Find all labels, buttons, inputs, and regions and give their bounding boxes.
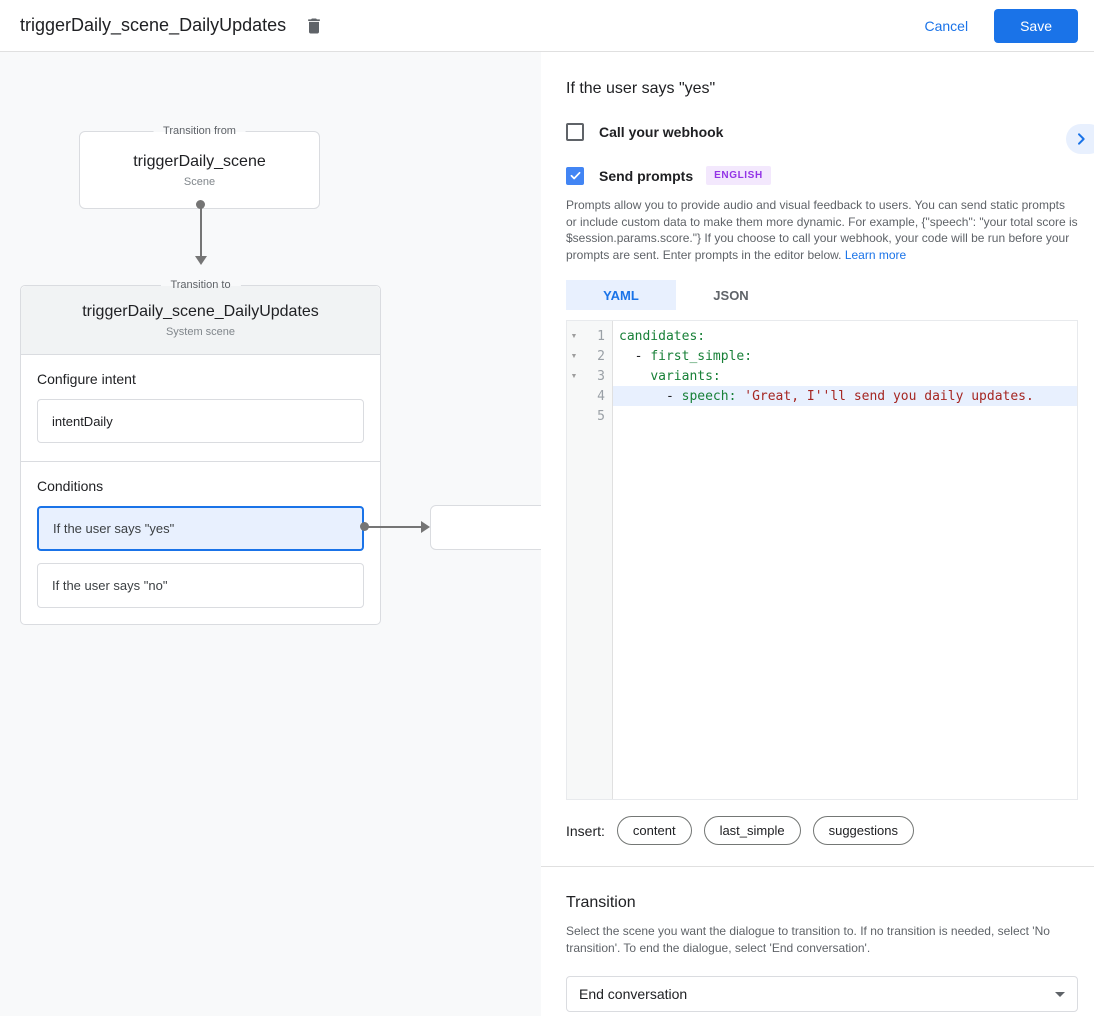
top-bar: triggerDaily_scene_DailyUpdates Cancel S… bbox=[0, 0, 1094, 52]
chevron-right-icon bbox=[1073, 131, 1089, 147]
configure-intent-section: Configure intent intentDaily bbox=[21, 355, 380, 461]
yaml-dash: - bbox=[619, 388, 682, 404]
language-badge: ENGLISH bbox=[706, 166, 771, 185]
to-scene-type: System scene bbox=[165, 325, 236, 338]
transition-select-value: End conversation bbox=[579, 986, 688, 1002]
intent-item[interactable]: intentDaily bbox=[37, 399, 364, 443]
dropdown-caret-icon bbox=[1055, 991, 1065, 997]
tab-json[interactable]: JSON bbox=[676, 280, 786, 310]
code-line-1: candidates: bbox=[613, 326, 1077, 346]
fold-toggle-icon[interactable]: ▼ bbox=[570, 352, 578, 360]
transition-section: Transition Select the scene you want the… bbox=[541, 894, 1094, 1012]
transition-title: Transition bbox=[566, 894, 636, 911]
insert-chip-suggestions[interactable]: suggestions bbox=[812, 816, 914, 845]
card-divider bbox=[21, 461, 380, 462]
webhook-label: Call your webhook bbox=[599, 124, 724, 140]
cancel-button[interactable]: Cancel bbox=[924, 17, 969, 34]
send-prompts-label: Send prompts bbox=[599, 167, 694, 184]
fold-toggle-icon[interactable]: ▼ bbox=[570, 332, 578, 340]
to-scene-header: triggerDaily_scene_DailyUpdates System s… bbox=[21, 286, 380, 355]
configure-intent-label: Configure intent bbox=[37, 371, 136, 387]
transition-from-node[interactable]: Transition from triggerDaily_scene Scene bbox=[79, 124, 320, 209]
transition-to-legend: Transition to bbox=[160, 278, 241, 293]
editor-gutter: ▼ 1 ▼ 2 ▼ 3 4 5 bbox=[567, 321, 613, 799]
yaml-key: variants: bbox=[650, 368, 721, 384]
insert-chip-last-simple[interactable]: last_simple bbox=[703, 816, 801, 845]
yaml-space bbox=[736, 389, 744, 404]
insert-chip-content[interactable]: content bbox=[616, 816, 692, 845]
transition-from-legend: Transition from bbox=[153, 124, 246, 139]
tab-yaml[interactable]: YAML bbox=[566, 280, 676, 310]
conditions-section: Conditions If the user says "yes" If the… bbox=[21, 462, 380, 624]
line-number: 2 bbox=[597, 348, 605, 364]
yaml-dash: - bbox=[619, 348, 651, 364]
save-button[interactable]: Save bbox=[994, 8, 1078, 43]
scene-diagram-canvas: Transition from triggerDaily_scene Scene… bbox=[0, 52, 541, 1016]
code-line-5 bbox=[613, 406, 1077, 426]
editor-code-area[interactable]: candidates: - first_simple: variants: - … bbox=[613, 321, 1077, 799]
prompts-description-text: Prompts allow you to provide audio and v… bbox=[566, 198, 1078, 262]
section-divider bbox=[541, 866, 1094, 867]
yaml-key: speech: bbox=[681, 388, 737, 404]
connector-dot bbox=[360, 522, 369, 531]
yaml-string: 'Great, I''ll send you daily updates. bbox=[744, 388, 1034, 404]
transition-target-node[interactable] bbox=[430, 505, 541, 550]
yaml-indent bbox=[619, 369, 650, 384]
transition-select[interactable]: End conversation bbox=[566, 976, 1078, 1012]
line-number: 1 bbox=[597, 328, 605, 344]
code-line-3: variants: bbox=[613, 366, 1077, 386]
webhook-checkbox-row[interactable]: Call your webhook bbox=[566, 123, 1078, 141]
condition-detail-panel: If the user says "yes" Call your webhook… bbox=[541, 52, 1094, 1016]
line-number: 4 bbox=[597, 388, 605, 404]
from-scene-type: Scene bbox=[183, 175, 216, 188]
insert-label: Insert: bbox=[566, 822, 605, 839]
arrow-right-icon bbox=[421, 521, 430, 533]
condition-title: If the user says "yes" bbox=[566, 80, 716, 97]
connector-line-vertical bbox=[200, 205, 202, 256]
code-line-2: - first_simple: bbox=[613, 346, 1077, 366]
learn-more-link[interactable]: Learn more bbox=[844, 247, 907, 262]
fold-toggle-icon[interactable]: ▼ bbox=[570, 372, 578, 380]
transition-description: Select the scene you want the dialogue t… bbox=[566, 924, 1050, 955]
send-prompts-checkbox-row[interactable]: Send prompts ENGLISH bbox=[566, 166, 1078, 185]
webhook-checkbox[interactable] bbox=[566, 123, 584, 141]
send-prompts-checkbox[interactable] bbox=[566, 166, 584, 185]
condition-item-yes[interactable]: If the user says "yes" bbox=[37, 506, 364, 551]
prompt-code-editor[interactable]: ▼ 1 ▼ 2 ▼ 3 4 5 candidates: - first_simple:… bbox=[566, 320, 1078, 800]
topbar-actions: Cancel Save bbox=[924, 8, 1078, 43]
insert-row: Insert: content last_simple suggestions bbox=[566, 816, 1078, 845]
line-number: 5 bbox=[597, 408, 605, 424]
yaml-key: first_simple: bbox=[650, 348, 753, 364]
line-number: 3 bbox=[597, 368, 605, 384]
code-line-4-highlighted: - speech: 'Great, I''ll send you daily u… bbox=[613, 386, 1077, 406]
page-title: triggerDaily_scene_DailyUpdates bbox=[20, 15, 287, 35]
checkmark-icon bbox=[569, 169, 582, 182]
connector-dot bbox=[196, 200, 205, 209]
to-scene-name: triggerDaily_scene_DailyUpdates bbox=[82, 302, 319, 320]
from-scene-name: triggerDaily_scene bbox=[133, 152, 266, 170]
conditions-label: Conditions bbox=[37, 478, 104, 494]
editor-format-tabs: YAML JSON bbox=[566, 280, 1078, 310]
delete-scene-button[interactable] bbox=[304, 16, 324, 36]
collapse-panel-button[interactable] bbox=[1066, 124, 1094, 154]
yaml-key: candidates: bbox=[619, 328, 706, 344]
arrow-down-icon bbox=[195, 256, 207, 265]
transition-to-node[interactable]: Transition to triggerDaily_scene_DailyUp… bbox=[20, 278, 381, 625]
trash-icon bbox=[304, 16, 324, 36]
prompts-description: Prompts allow you to provide audio and v… bbox=[566, 197, 1078, 263]
condition-item-no[interactable]: If the user says "no" bbox=[37, 563, 364, 608]
connector-line-horizontal bbox=[365, 526, 421, 528]
